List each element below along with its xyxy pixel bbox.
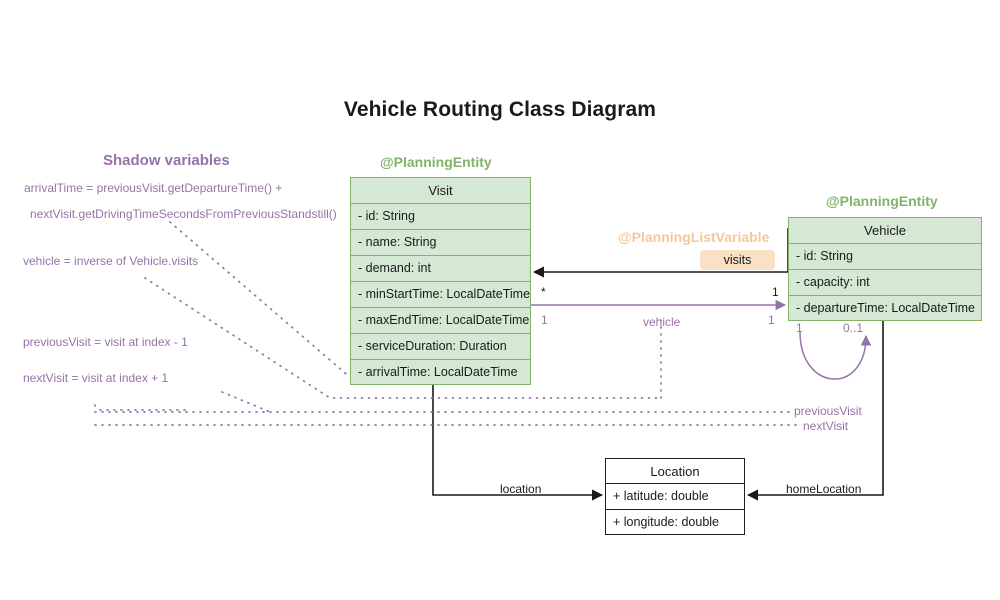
- class-name-location: Location: [605, 458, 745, 483]
- class-box-visit[interactable]: Visit - id: String - name: String - dema…: [350, 177, 531, 385]
- class-name-vehicle: Vehicle: [788, 217, 982, 243]
- class-field: - maxEndTime: LocalDateTime: [350, 307, 531, 333]
- class-field: - id: String: [350, 203, 531, 229]
- edge-label-vehicle: vehicle: [643, 315, 681, 329]
- edge-location: [432, 384, 604, 501]
- shadow-note: nextVisit.getDrivingTimeSecondsFromPrevi…: [30, 207, 337, 221]
- multiplicity-loop-target: 0..1: [843, 321, 864, 335]
- multiplicity-visits-target: 1: [772, 285, 779, 299]
- annotation-planning-entity-vehicle: @PlanningEntity: [826, 193, 938, 209]
- class-field: - id: String: [788, 243, 982, 269]
- shadow-note: vehicle = inverse of Vehicle.visits: [23, 254, 199, 268]
- edge-label-previous-visit: previousVisit: [794, 404, 862, 418]
- class-box-location[interactable]: Location + latitude: double + longitude:…: [605, 458, 745, 535]
- class-field: + longitude: double: [605, 509, 745, 535]
- class-field: + latitude: double: [605, 483, 745, 509]
- class-field: - demand: int: [350, 255, 531, 281]
- shadow-variables-heading: Shadow variables: [103, 152, 230, 169]
- multiplicity-vehicle-target: 1: [768, 313, 775, 327]
- edge-label-home-location: homeLocation: [786, 482, 862, 496]
- class-box-vehicle[interactable]: Vehicle - id: String - capacity: int - d…: [788, 217, 982, 321]
- class-field: - minStartTime: LocalDateTime: [350, 281, 531, 307]
- shadow-note: arrivalTime = previousVisit.getDeparture…: [24, 181, 283, 195]
- class-field-shadow: - arrivalTime: LocalDateTime: [350, 359, 531, 385]
- annotation-planning-list-variable: @PlanningListVariable: [618, 229, 770, 245]
- multiplicity-vehicle-source: 1: [541, 313, 548, 327]
- edge-label-visits: visits: [700, 250, 775, 270]
- multiplicity-visits-source: *: [541, 285, 546, 299]
- class-field: - departureTime: LocalDateTime: [788, 295, 982, 321]
- shadow-note: nextVisit = visit at index + 1: [23, 371, 169, 385]
- class-name-visit: Visit: [350, 177, 531, 203]
- class-field: - capacity: int: [788, 269, 982, 295]
- edge-label-location: location: [500, 482, 542, 496]
- annotation-planning-entity-visit: @PlanningEntity: [380, 154, 492, 170]
- class-field: - name: String: [350, 229, 531, 255]
- edge-vehicle-self-loop: [799, 331, 872, 380]
- multiplicity-loop-source: 1: [796, 321, 803, 335]
- edge-label-next-visit: nextVisit: [803, 419, 849, 433]
- class-field: - serviceDuration: Duration: [350, 333, 531, 359]
- shadow-note: previousVisit = visit at index - 1: [23, 335, 188, 349]
- page-title: Vehicle Routing Class Diagram: [343, 98, 657, 121]
